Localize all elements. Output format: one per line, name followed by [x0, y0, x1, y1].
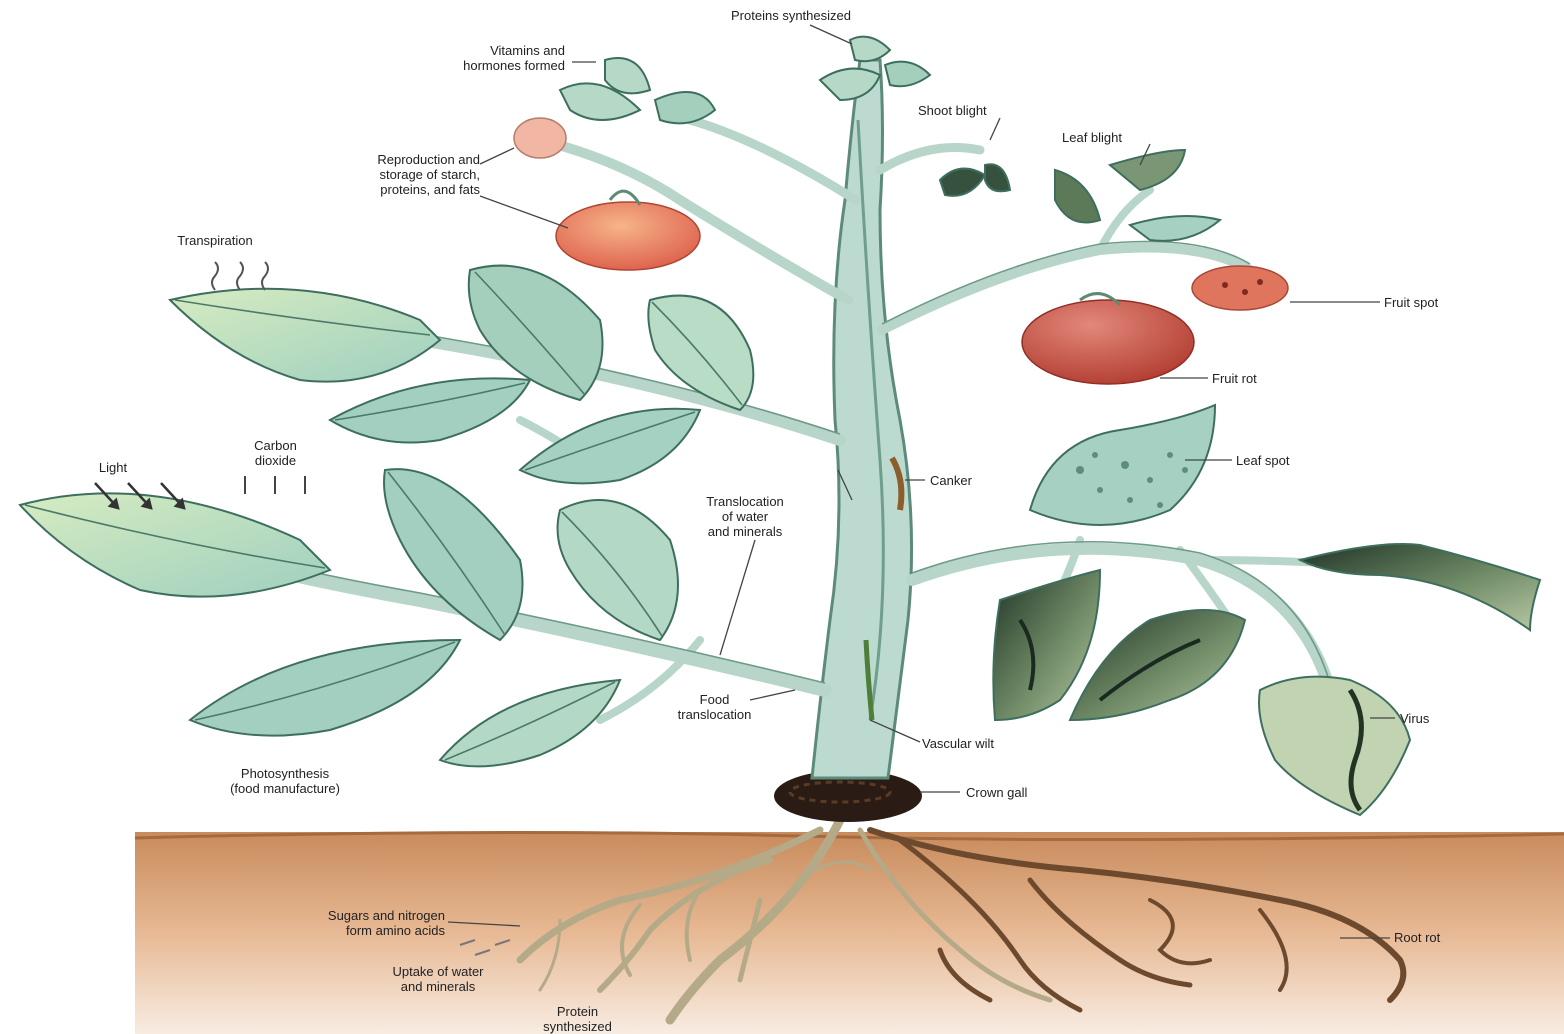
- label-leaf-blight: Leaf blight: [1062, 130, 1212, 145]
- label-canker: Canker: [930, 473, 1030, 488]
- label-uptake-water: Uptake of water and minerals: [318, 964, 558, 994]
- flower-bud: [514, 118, 566, 158]
- shoot-blight-leaf: [985, 164, 1010, 191]
- label-carbon-dioxide: Carbon dioxide: [228, 438, 323, 468]
- label-fruit-rot: Fruit rot: [1212, 371, 1332, 386]
- leaf: [20, 493, 330, 596]
- label-translocation-water: Translocation of water and minerals: [650, 494, 840, 539]
- label-vascular-wilt: Vascular wilt: [922, 736, 1072, 751]
- label-sugars-nitrogen: Sugars and nitrogen form amino acids: [175, 908, 445, 938]
- label-protein-synthesized: Protein synthesized: [505, 1004, 650, 1034]
- tomato: [556, 202, 700, 270]
- label-photosynthesis: Photosynthesis (food manufacture): [150, 766, 420, 796]
- label-proteins-synthesized: Proteins synthesized: [646, 8, 936, 23]
- label-virus: Virus: [1400, 711, 1480, 726]
- shoot-blight-leaf: [940, 169, 985, 196]
- fruit-spot-tomato: [1192, 266, 1288, 310]
- fruit-rot-tomato: [1022, 300, 1194, 384]
- leaf-blight-leaf: [1055, 170, 1100, 223]
- leaf-blight-leaf: [1110, 150, 1185, 190]
- label-root-rot: Root rot: [1394, 930, 1514, 945]
- leaf: [885, 62, 930, 87]
- leaf: [190, 640, 460, 736]
- label-leaf-spot: Leaf spot: [1236, 453, 1366, 468]
- wilted-leaf: [1070, 610, 1245, 720]
- leaf: [384, 469, 523, 640]
- label-vitamins-hormones: Vitamins and hormones formed: [310, 43, 565, 73]
- label-food-translocation: Food translocation: [622, 692, 807, 722]
- leaf: [170, 289, 440, 382]
- label-shoot-blight: Shoot blight: [918, 103, 1068, 118]
- virus-leaf: [1259, 677, 1410, 815]
- leaf: [655, 92, 715, 123]
- label-transpiration: Transpiration: [150, 233, 280, 248]
- transpiration-squiggles: [212, 262, 268, 290]
- carbon-dioxide-arrows: [245, 476, 305, 494]
- wilted-leaf: [1300, 544, 1540, 630]
- label-light: Light: [88, 460, 138, 475]
- label-fruit-spot: Fruit spot: [1384, 295, 1504, 310]
- healthy-leaves: [20, 37, 930, 767]
- leaf: [605, 58, 650, 93]
- label-reproduction-storage: Reproduction and storage of starch, prot…: [220, 152, 480, 197]
- leaf: [1130, 216, 1220, 241]
- label-crown-gall: Crown gall: [966, 785, 1106, 800]
- leaf: [850, 37, 890, 62]
